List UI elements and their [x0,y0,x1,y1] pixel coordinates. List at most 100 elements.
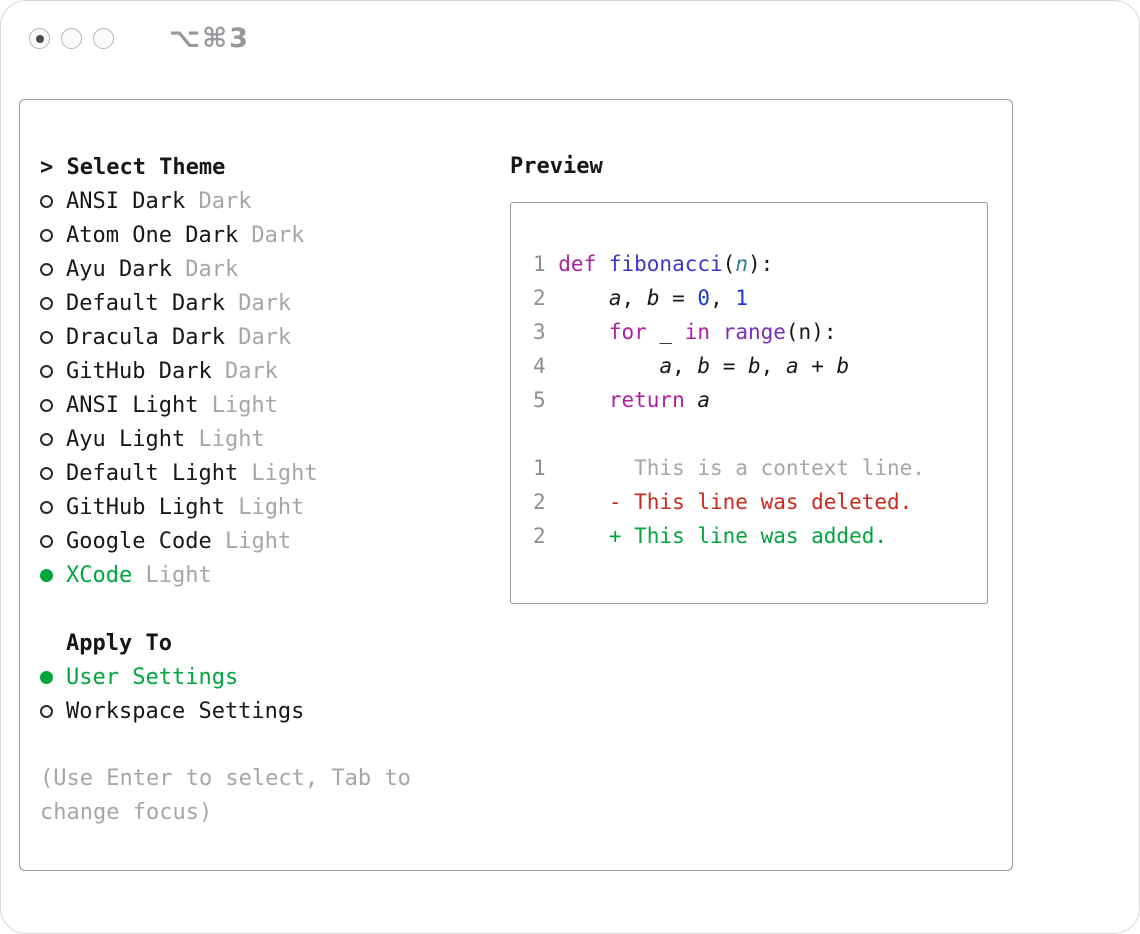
option-variant-label: Dark [238,222,305,248]
line-number: 2 [533,524,546,548]
option-variant-label: Dark [211,358,278,384]
theme-option-xcode[interactable]: XCode Light [40,558,470,592]
theme-option-google-code[interactable]: Google Code Light [40,524,470,558]
code-token: , [672,354,698,378]
apply-to-heading: Apply To [40,626,470,660]
line-number: 4 [533,354,546,378]
option-label: GitHub Dark [66,358,212,384]
code-line: 2 a, b = 0, 1 [533,281,987,315]
code-token: This is a context line. [558,456,925,480]
code-token: in [684,320,711,344]
option-variant-label: Dark [185,188,252,214]
radio-icon [40,296,53,310]
window-minimize-button[interactable] [61,28,82,49]
option-label: Dracula Dark [66,324,225,350]
cursor-prefix: > [40,154,54,180]
option-label: ANSI Dark [66,188,186,214]
theme-option-github-dark[interactable]: GitHub Dark Dark [40,354,470,388]
code-token [710,320,723,344]
line-number: 1 [533,456,546,480]
theme-option-atom-one-dark[interactable]: Atom One Dark Dark [40,218,470,252]
code-token [558,286,609,310]
radio-icon [40,500,53,514]
keyboard-shortcut-label: ⌥⌘3 [169,23,250,54]
diff-line: 2 - This line was deleted. [533,485,987,519]
radio-icon [40,330,53,344]
code-token: return [608,388,685,412]
option-label: Google Code [66,528,212,554]
option-variant-label: Light [198,392,278,418]
code-token: , [710,286,736,310]
option-variant-label: Light [238,460,318,486]
apply-option-user-settings[interactable]: User Settings [40,660,470,694]
radio-icon [40,262,53,276]
code-token [558,388,609,412]
code-token: ( [722,252,736,276]
radio-icon [40,194,53,208]
option-variant-label: Dark [224,290,292,316]
theme-option-ansi-light[interactable]: ANSI Light Light [40,388,470,422]
option-label: XCode [66,562,133,588]
code-line: 4 a, b = b, a + b [533,349,987,383]
theme-option-default-light[interactable]: Default Light Light [40,456,470,490]
code-token: n [735,252,748,276]
code-token: a [697,388,711,412]
select-theme-title: Select Theme [66,154,226,180]
code-token: b [747,354,761,378]
theme-option-default-dark[interactable]: Default Dark Dark [40,286,470,320]
option-label: Default Dark [66,290,225,316]
code-line: 5 return a [533,383,987,417]
code-token: = [710,354,748,378]
window-zoom-button[interactable] [93,28,114,49]
code-token [558,320,609,344]
theme-option-ansi-dark[interactable]: ANSI Dark Dark [40,184,470,218]
theme-option-ayu-light[interactable]: Ayu Light Light [40,422,470,456]
apply-to-title: Apply To [66,630,172,656]
code-token [558,354,659,378]
code-token: + This line was added. [558,524,888,548]
code-token: + [798,354,837,378]
code-token: def [558,252,609,276]
line-number: 5 [533,388,546,412]
diff-line: 1 This is a context line. [533,451,987,485]
diff-line: 2 + This line was added. [533,519,987,553]
option-variant-label: Light [224,494,305,520]
apply-option-workspace-settings[interactable]: Workspace Settings [40,694,470,728]
option-label: Workspace Settings [66,698,305,724]
code-line: 3 for _ in range(n): [533,315,987,349]
option-label: Ayu Dark [66,256,172,282]
theme-option-ayu-dark[interactable]: Ayu Dark Dark [40,252,470,286]
code-token: a [608,286,622,310]
code-token: b [646,286,660,310]
option-variant-label: Light [211,528,292,554]
code-token: = [659,286,698,310]
radio-selected-icon [40,568,53,582]
code-token: fibonacci [608,252,723,276]
code-token: , [621,286,647,310]
traffic-lights [29,28,114,49]
theme-option-github-light[interactable]: GitHub Light Light [40,490,470,524]
window-close-button[interactable] [29,28,50,49]
theme-option-dracula-dark[interactable]: Dracula Dark Dark [40,320,470,354]
radio-icon [40,364,53,378]
radio-icon [40,534,53,548]
code-token: b [836,354,850,378]
line-number: 1 [533,252,546,276]
radio-selected-icon [40,670,53,684]
option-variant-label: Dark [171,256,239,282]
diff-block: 1 This is a context line.2 - This line w… [533,451,987,553]
code-token: - This line was deleted. [558,490,913,514]
code-token: _ [646,320,685,344]
code-token [685,388,698,412]
line-number: 2 [533,490,546,514]
code-token: 1 [735,286,749,310]
option-variant-label: Light [185,426,265,452]
radio-icon [40,704,53,718]
option-label: GitHub Light [66,494,225,520]
